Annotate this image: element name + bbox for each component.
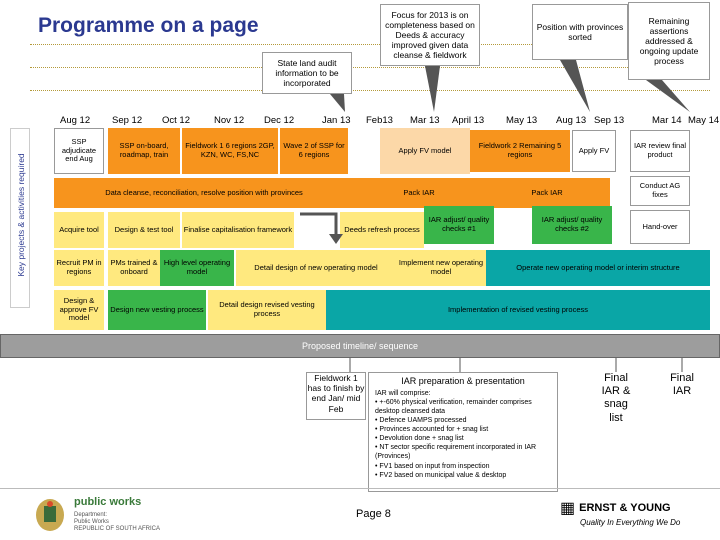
recruit-pm-box: Recruit PM in regions [54, 250, 104, 286]
month-aug-12: Aug 12 [60, 115, 91, 126]
iar-bullet: • +-60% physical verification, remainder… [375, 398, 532, 415]
detail-vesting-box: Detail design revised vesting process [208, 290, 326, 330]
deeds-refresh-box: Deeds refresh process [340, 212, 424, 248]
iar-bullet: • FV1 based on input from inspection [375, 462, 490, 470]
title-rule [30, 44, 710, 45]
month-may-13: May 13 [506, 115, 538, 126]
callout-pointers [330, 60, 690, 112]
apply-fv1-box: Apply FV model [380, 128, 470, 174]
pms-trained-box: PMs trained & onboard [108, 250, 160, 286]
iar-bullet: • Defence UAMPS processed [375, 417, 467, 425]
month-jan-13: Jan 13 [322, 115, 351, 126]
apply-fv2-box: Apply FV [572, 130, 616, 172]
ssp-onboard-box: SSP on-board, roadmap, train [108, 128, 180, 174]
position-callout: Position with provinces sorted [532, 4, 628, 60]
iar-prep-box: IAR preparation & presentation IAR will … [368, 372, 558, 492]
focus-2013-callout: Focus for 2013 is on completeness based … [380, 4, 480, 66]
month-mar-13: Mar 13 [410, 115, 440, 126]
iar-adjust2-box: IAR adjust/ quality checks #2 [532, 206, 612, 244]
y-axis-frame [10, 128, 30, 308]
design-test-box: Design & test tool [108, 212, 180, 248]
data-cleanse-bar: Data cleanse, reconciliation, resolve po… [54, 178, 354, 208]
impl-vesting-bar: Implementation of revised vesting proces… [326, 290, 710, 330]
fieldwork1-box: Fieldwork 1 6 regions 2GP, KZN, WC, FS,N… [182, 128, 278, 174]
department-text: Department: Public Works REPUBLIC OF SOU… [74, 512, 161, 533]
fieldwork2-box: Fieldwork 2 Remaining 5 regions [470, 130, 570, 172]
iar-comprise: IAR will comprise: [375, 389, 431, 397]
month-mar-14: Mar 14 [652, 115, 682, 126]
high-level-box: High level operating model [160, 250, 234, 286]
iar-bullet: • Devolution done + snag list [375, 435, 464, 443]
ssp-adjudicate-box: SSP adjudicate end Aug [54, 128, 104, 174]
month-sep-13: Sep 13 [594, 115, 625, 126]
remaining-callout: Remaining assertions addressed & ongoing… [628, 2, 710, 80]
detail-design-box: Detail design of new operating model [236, 250, 396, 286]
conduct-ag-box: Conduct AG fixes [630, 176, 690, 206]
wave2-box: Wave 2 of SSP for 6 regions [280, 128, 348, 174]
pack-iar2-box: Pack IAR [484, 178, 610, 208]
month-aug-13: Aug 13 [556, 115, 587, 126]
month-dec-12: Dec 12 [264, 115, 295, 126]
footer-rule [0, 488, 720, 489]
flow-arrow [300, 212, 343, 244]
hand-over-box: Hand-over [630, 210, 690, 244]
month-sep-12: Sep 12 [112, 115, 143, 126]
operate-model-bar: Operate new operating model or interim s… [486, 250, 710, 286]
iar-adjust1-box: IAR adjust/ quality checks #1 [424, 206, 494, 244]
ey-logo: ▦ ERNST & YOUNG Quality In Everything We… [560, 500, 681, 527]
public-works-logo: public works [74, 496, 142, 508]
timeline-bar: Proposed timeline/ sequence [0, 334, 720, 358]
implement-model-box: Implement new operating model [396, 250, 486, 286]
finalise-cap-box: Finalise capitalisation framework [182, 212, 294, 248]
title-rule-3 [30, 90, 710, 91]
iar-bullet-list: • +-60% physical verification, remainder… [375, 398, 551, 480]
pack-iar1-box: Pack IAR [354, 178, 484, 208]
acquire-tool-box: Acquire tool [54, 212, 104, 248]
iar-prep-title: IAR preparation & presentation [401, 376, 525, 386]
month-nov-12: Nov 12 [214, 115, 245, 126]
state-land-callout: State land audit information to be incor… [262, 52, 352, 94]
page-title: Programme on a page [38, 14, 259, 37]
coat-of-arms-logo [34, 498, 66, 532]
month-feb-13: Feb13 [366, 115, 393, 126]
month-apr-13: April 13 [452, 115, 485, 126]
iar-bullet: • FV2 based on municipal value & desktop [375, 471, 507, 479]
iar-bullet: • Provinces accounted for + snag list [375, 426, 489, 434]
fieldwork1-note: Fieldwork 1 has to finish by end Jan/ mi… [306, 372, 366, 420]
page-number: Page 8 [356, 508, 391, 520]
month-oct-12: Oct 12 [162, 115, 190, 126]
title-rule-2 [30, 67, 710, 68]
iar-review-box: IAR review final product [630, 130, 690, 172]
month-may-14: May 14 [688, 115, 720, 126]
lower-arrows [349, 358, 683, 372]
final-iar: Final IAR [670, 372, 694, 398]
iar-bullet: • NT sector specific requirement incorpo… [375, 444, 537, 461]
final-iar-snag: Final IAR & snag list [601, 372, 631, 424]
design-vesting-box: Design new vesting process [108, 290, 206, 330]
design-fv-box: Design & approve FV model [54, 290, 104, 330]
